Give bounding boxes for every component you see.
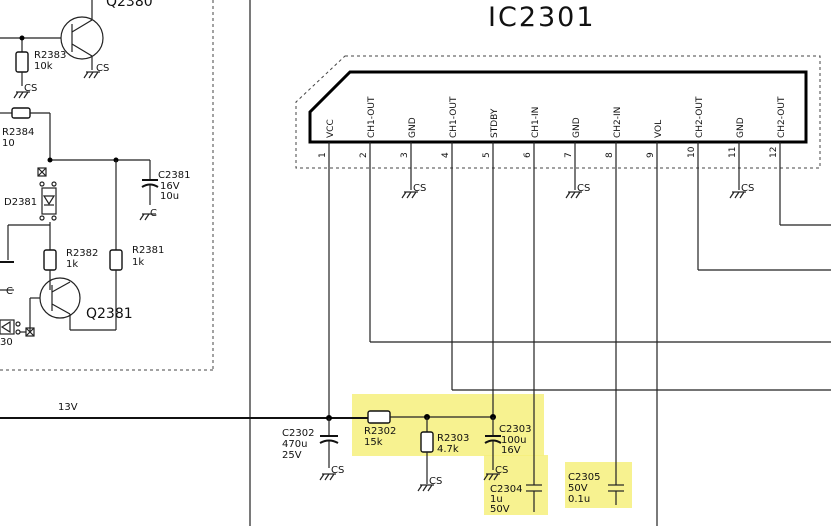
q2381-transistor [39, 277, 81, 319]
ic-pin-name: GND [572, 117, 582, 138]
ic-pin-name: CH1-IN [531, 107, 541, 138]
c2304-v2: 50V [490, 504, 510, 515]
c2305-v2: 0.1u [568, 494, 590, 505]
ic-pin-name: CH2-IN [613, 107, 623, 138]
ic-pin-number: 3 [400, 152, 410, 158]
ic-pin-name: GND [736, 117, 746, 138]
r2384-resistor [11, 107, 31, 119]
c2302-ref: C2302 [282, 428, 314, 439]
cs-label-r2303: CS [429, 476, 442, 487]
r2381-ref: R2381 [132, 245, 164, 256]
ic-pins: VCC 1 CH1-OUT 2 GND 3CS CH1-OUT 4 STDBY 5 CH1-IN 6 G… [318, 96, 787, 199]
cs-label-q2380: CS [96, 63, 109, 74]
r2383-ref: R2383 [34, 50, 66, 61]
r2302-ref: R2302 [364, 426, 396, 437]
cs-label: CS [577, 183, 590, 194]
r2382-ref: R2382 [66, 248, 98, 259]
ic-pin-number: 5 [482, 152, 492, 158]
ic-pin-number: 11 [728, 147, 738, 158]
ic-title: IC2301 [488, 2, 596, 33]
c2302-v2: 25V [282, 450, 302, 461]
c2381-v1: 16V [160, 181, 180, 192]
d2381-label: D2381 [4, 197, 37, 208]
ic-pin-number: 8 [605, 152, 615, 158]
highlight-r2302-group [352, 394, 544, 456]
ic-pin-name: VOL [654, 120, 664, 138]
c2304-v1: 1u [490, 494, 503, 505]
r2384-value: 10 [2, 138, 15, 149]
ic-body [308, 70, 808, 144]
ic-pin-name: CH1-OUT [367, 96, 377, 138]
ic-pin-name: VCC [326, 119, 336, 138]
cs-label: CS [413, 183, 426, 194]
ground-symbol: CS [401, 142, 426, 199]
r2302-resistor [367, 410, 391, 424]
c2381-v2: 10u [160, 191, 179, 202]
r2383-resistor [15, 51, 29, 73]
q2380-label: Q2380 [106, 0, 153, 10]
ic-pin-name: CH2-OUT [695, 96, 705, 138]
r2303-value: 4.7k [437, 444, 459, 455]
c2304-ref: C2304 [490, 484, 522, 495]
cs-label-r2383: CS [24, 83, 37, 94]
c2303-v2: 16V [501, 445, 521, 456]
ic-pin-number: 1 [318, 152, 328, 158]
c2305-ref: C2305 [568, 472, 600, 483]
ic-pin-name: STDBY [490, 108, 500, 138]
r2381-value: 1k [132, 257, 144, 268]
c2303-ref: C2303 [499, 424, 531, 435]
c2303-v1: 100u [501, 435, 526, 446]
cs-label-c2302: CS [331, 465, 344, 476]
r2382-resistor [43, 249, 57, 271]
ic-pin-number: 12 [769, 147, 779, 158]
supply-13v-label: 13V [58, 402, 78, 413]
d2381-diode [41, 187, 57, 215]
ic-pin-number: 2 [359, 152, 369, 158]
r2381-resistor [109, 249, 123, 271]
r2303-resistor [420, 431, 434, 453]
r2302-value: 15k [364, 437, 383, 448]
c2381-ref: C2381 [158, 170, 190, 181]
r2303-ref: R2303 [437, 433, 469, 444]
edge-30-label: 30 [0, 337, 13, 348]
ic-pin-number: 9 [646, 152, 656, 158]
q2381-label: Q2381 [86, 306, 133, 322]
cs-label: CS [741, 183, 754, 194]
r2382-value: 1k [66, 259, 78, 270]
ground-symbol: CS [565, 142, 590, 199]
ic-pin-name: GND [408, 117, 418, 138]
cs-label-c2303: CS [495, 465, 508, 476]
r2383-value: 10k [34, 61, 53, 72]
ic-dashed-outline [295, 55, 821, 169]
ic-pin-number: 6 [523, 152, 533, 158]
r2384-ref: R2384 [2, 127, 34, 138]
ground-symbol: CS [729, 142, 754, 199]
left-circuit: Q2380 CS R2383 10k CS R2384 10 C2381 [0, 0, 190, 348]
edge-c-label: C [6, 286, 13, 297]
ic-pin-number: 7 [564, 152, 574, 158]
c2302-capacitor [319, 418, 339, 468]
c2302-v1: 470u [282, 439, 307, 450]
pin-wiring [328, 142, 831, 526]
ic-pin-number: 10 [687, 146, 697, 158]
ic-pin-name: CH2-OUT [777, 96, 787, 138]
ic-pin-number: 4 [441, 152, 451, 158]
c2305-v1: 50V [568, 483, 588, 494]
ic-pin-name: CH1-OUT [449, 96, 459, 138]
